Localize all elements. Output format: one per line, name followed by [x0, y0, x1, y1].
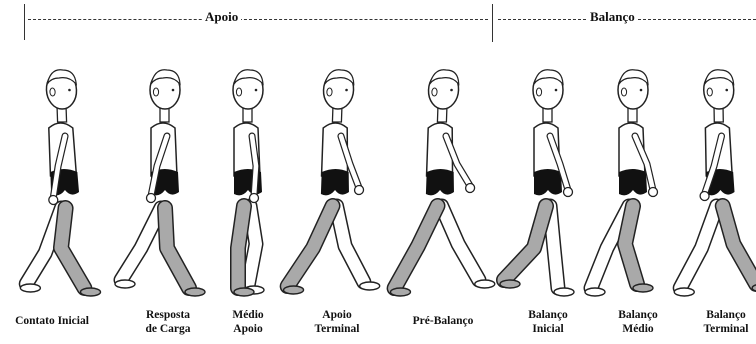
stance-dashed-line	[28, 19, 488, 20]
caption-line: Médio	[588, 322, 688, 336]
walking-figure-pre-swing	[395, 48, 495, 300]
stance-swing-divider	[492, 4, 493, 42]
caption-line: Apoio	[287, 308, 387, 322]
walking-figure-terminal-stance	[290, 48, 390, 300]
walking-figure-drawing	[668, 48, 756, 300]
caption-line: Médio	[198, 308, 298, 322]
walking-figure-drawing	[290, 48, 390, 300]
stance-left-tick	[24, 4, 25, 40]
walking-figure-drawing	[198, 48, 298, 300]
caption-line: Pré-Balanço	[393, 314, 493, 328]
walking-figure-drawing	[395, 48, 495, 300]
caption-pre-swing: Pré-Balanço	[393, 314, 493, 328]
caption-line: Apoio	[198, 322, 298, 336]
walking-figure-drawing	[10, 48, 110, 300]
caption-line: Terminal	[676, 322, 756, 336]
caption-line: Balanço	[676, 308, 756, 322]
caption-line: Balanço	[498, 308, 598, 322]
caption-line: Inicial	[498, 322, 598, 336]
walking-figure-initial-contact	[10, 48, 110, 300]
stance-phase-label: Apoio	[202, 9, 241, 25]
walking-figure-mid-stance	[198, 48, 298, 300]
walking-figure-terminal-swing	[668, 48, 756, 300]
caption-line: Balanço	[588, 308, 688, 322]
caption-initial-contact: Contato Inicial	[2, 314, 102, 328]
caption-line: Contato Inicial	[2, 314, 102, 328]
caption-line: Terminal	[287, 322, 387, 336]
swing-phase-label: Balanço	[587, 9, 638, 25]
